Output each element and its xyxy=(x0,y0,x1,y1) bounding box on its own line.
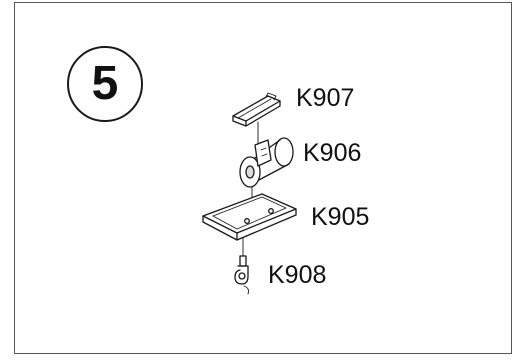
part-label-k907: K907 xyxy=(296,84,355,112)
hook-glider-icon xyxy=(234,255,249,295)
part-label-k905: K905 xyxy=(311,203,370,231)
step-number: 5 xyxy=(91,57,119,110)
base-plate-icon xyxy=(202,193,297,241)
step-badge: 5 xyxy=(67,46,143,122)
part-label-k906: K906 xyxy=(303,139,362,167)
cylinder-bracket-icon xyxy=(239,137,294,188)
top-clip-icon xyxy=(232,92,281,127)
part-label-k908: K908 xyxy=(268,261,327,289)
